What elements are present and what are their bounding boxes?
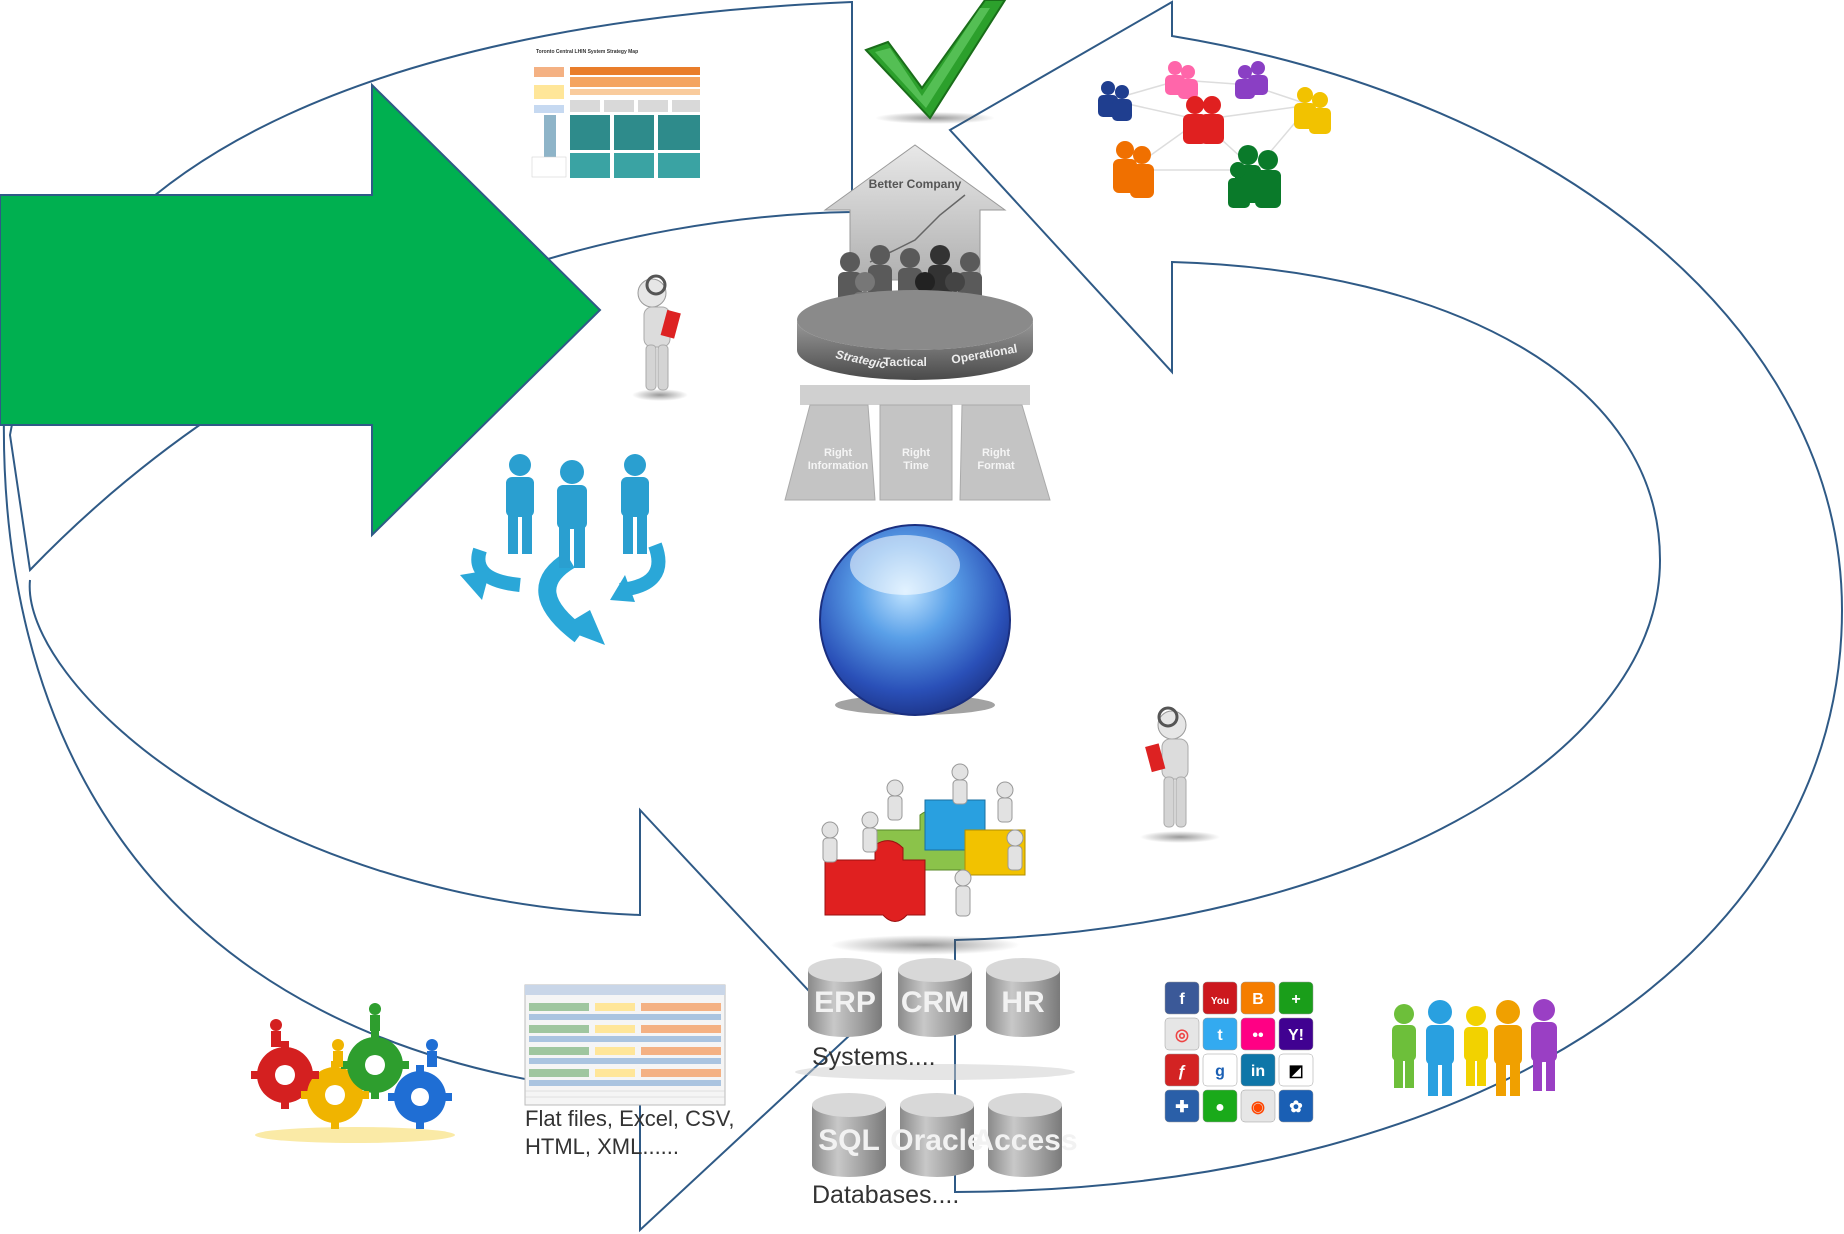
checkmark-icon	[864, 0, 1007, 124]
svg-text:SQL: SQL	[818, 1124, 880, 1157]
social-icon: f	[1164, 981, 1200, 1015]
cylinder-sql: SQL	[812, 1093, 886, 1177]
svg-text:••: ••	[1252, 1027, 1264, 1044]
magnifier-person-icon-2	[1140, 706, 1220, 843]
cylinder-hr: HR	[986, 958, 1060, 1037]
svg-text:t: t	[1217, 1027, 1223, 1044]
databases-caption: Databases....	[812, 1181, 960, 1209]
flat-files-caption-line1: Flat files, Excel, CSV,	[525, 1106, 735, 1131]
social-icon: in	[1240, 1053, 1276, 1087]
puzzle-team-icon	[821, 763, 1026, 955]
databases-group: SQL Oracle Access	[812, 1093, 1078, 1177]
svg-text:+: +	[1291, 991, 1300, 1008]
svg-text:Y!: Y!	[1288, 1027, 1304, 1044]
svg-text:ƒ: ƒ	[1178, 1063, 1187, 1080]
systems-caption: Systems....	[812, 1043, 936, 1071]
social-icon: ✿	[1278, 1089, 1314, 1123]
svg-text:in: in	[1251, 1063, 1265, 1080]
social-icon: ✚	[1164, 1089, 1200, 1123]
cylinder-erp: ERP	[808, 958, 882, 1037]
colorful-people-icon	[1392, 999, 1557, 1096]
svg-text:●: ●	[1215, 1099, 1225, 1116]
social-icon: g	[1202, 1053, 1238, 1087]
gears-team-icon	[251, 1003, 455, 1143]
pyramid-top-label: Better Company	[869, 177, 962, 191]
level-tactical: Tactical	[883, 355, 927, 369]
pyramid-graphic: Better Company Strategic Tactical Operat…	[784, 144, 1051, 501]
social-icon: ••	[1240, 1017, 1276, 1051]
svg-text:✚: ✚	[1175, 1099, 1188, 1116]
spreadsheet-thumbnail	[524, 984, 726, 1106]
svg-text:◎: ◎	[1175, 1027, 1189, 1044]
svg-text:◉: ◉	[1251, 1099, 1265, 1116]
social-icon: ◉	[1240, 1089, 1276, 1123]
social-icon: ●	[1202, 1089, 1238, 1123]
svg-text:Oracle: Oracle	[890, 1124, 983, 1157]
cylinder-crm: CRM	[898, 958, 972, 1037]
pillar-right-information-line2: Information	[808, 460, 869, 472]
social-icon: t	[1202, 1017, 1238, 1051]
team-rotation-icon	[460, 454, 666, 645]
social-icon: ƒ	[1164, 1053, 1200, 1087]
social-icon: ◩	[1278, 1053, 1314, 1087]
social-icon: B	[1240, 981, 1276, 1015]
svg-text:ERP: ERP	[814, 986, 876, 1019]
social-icon: ◎	[1164, 1017, 1200, 1051]
pillar-right-time: Right	[902, 447, 930, 459]
systems-group: ERP CRM HR	[795, 958, 1075, 1080]
svg-text:f: f	[1179, 991, 1185, 1008]
svg-text:CRM: CRM	[901, 986, 969, 1019]
svg-text:You: You	[1211, 996, 1229, 1007]
cycle-arrow-right	[948, 0, 1844, 1194]
pillar-right-time-line2: Time	[903, 460, 928, 472]
svg-text:g: g	[1215, 1063, 1225, 1080]
svg-text:Access: Access	[972, 1124, 1077, 1157]
cylinder-access: Access	[972, 1093, 1078, 1177]
pillar-right-format: Right	[982, 447, 1010, 459]
social-media-icons: f You B + ◎ t •• Y! ƒ g in ◩ ✚ ● ◉ ✿	[1164, 981, 1314, 1123]
social-icon: +	[1278, 981, 1314, 1015]
svg-text:HR: HR	[1001, 986, 1045, 1019]
social-network-icon	[1098, 61, 1331, 208]
pillar-right-information: Right	[824, 447, 852, 459]
social-icon: You	[1202, 981, 1238, 1015]
cylinder-oracle: Oracle	[890, 1093, 984, 1177]
green-arrow	[0, 82, 602, 538]
strategy-map-thumbnail: Toronto Central LHIN System Strategy Map	[530, 45, 705, 180]
magnifier-person-icon	[632, 274, 688, 401]
strategy-map-title: Toronto Central LHIN System Strategy Map	[536, 49, 638, 55]
flat-files-caption-line2: HTML, XML......	[525, 1134, 680, 1159]
sphere-icon	[819, 524, 1011, 716]
svg-text:◩: ◩	[1288, 1063, 1303, 1080]
svg-text:✿: ✿	[1289, 1099, 1302, 1116]
social-icon: Y!	[1278, 1017, 1314, 1051]
pillar-right-format-line2: Format	[977, 460, 1015, 472]
svg-text:B: B	[1252, 991, 1264, 1008]
